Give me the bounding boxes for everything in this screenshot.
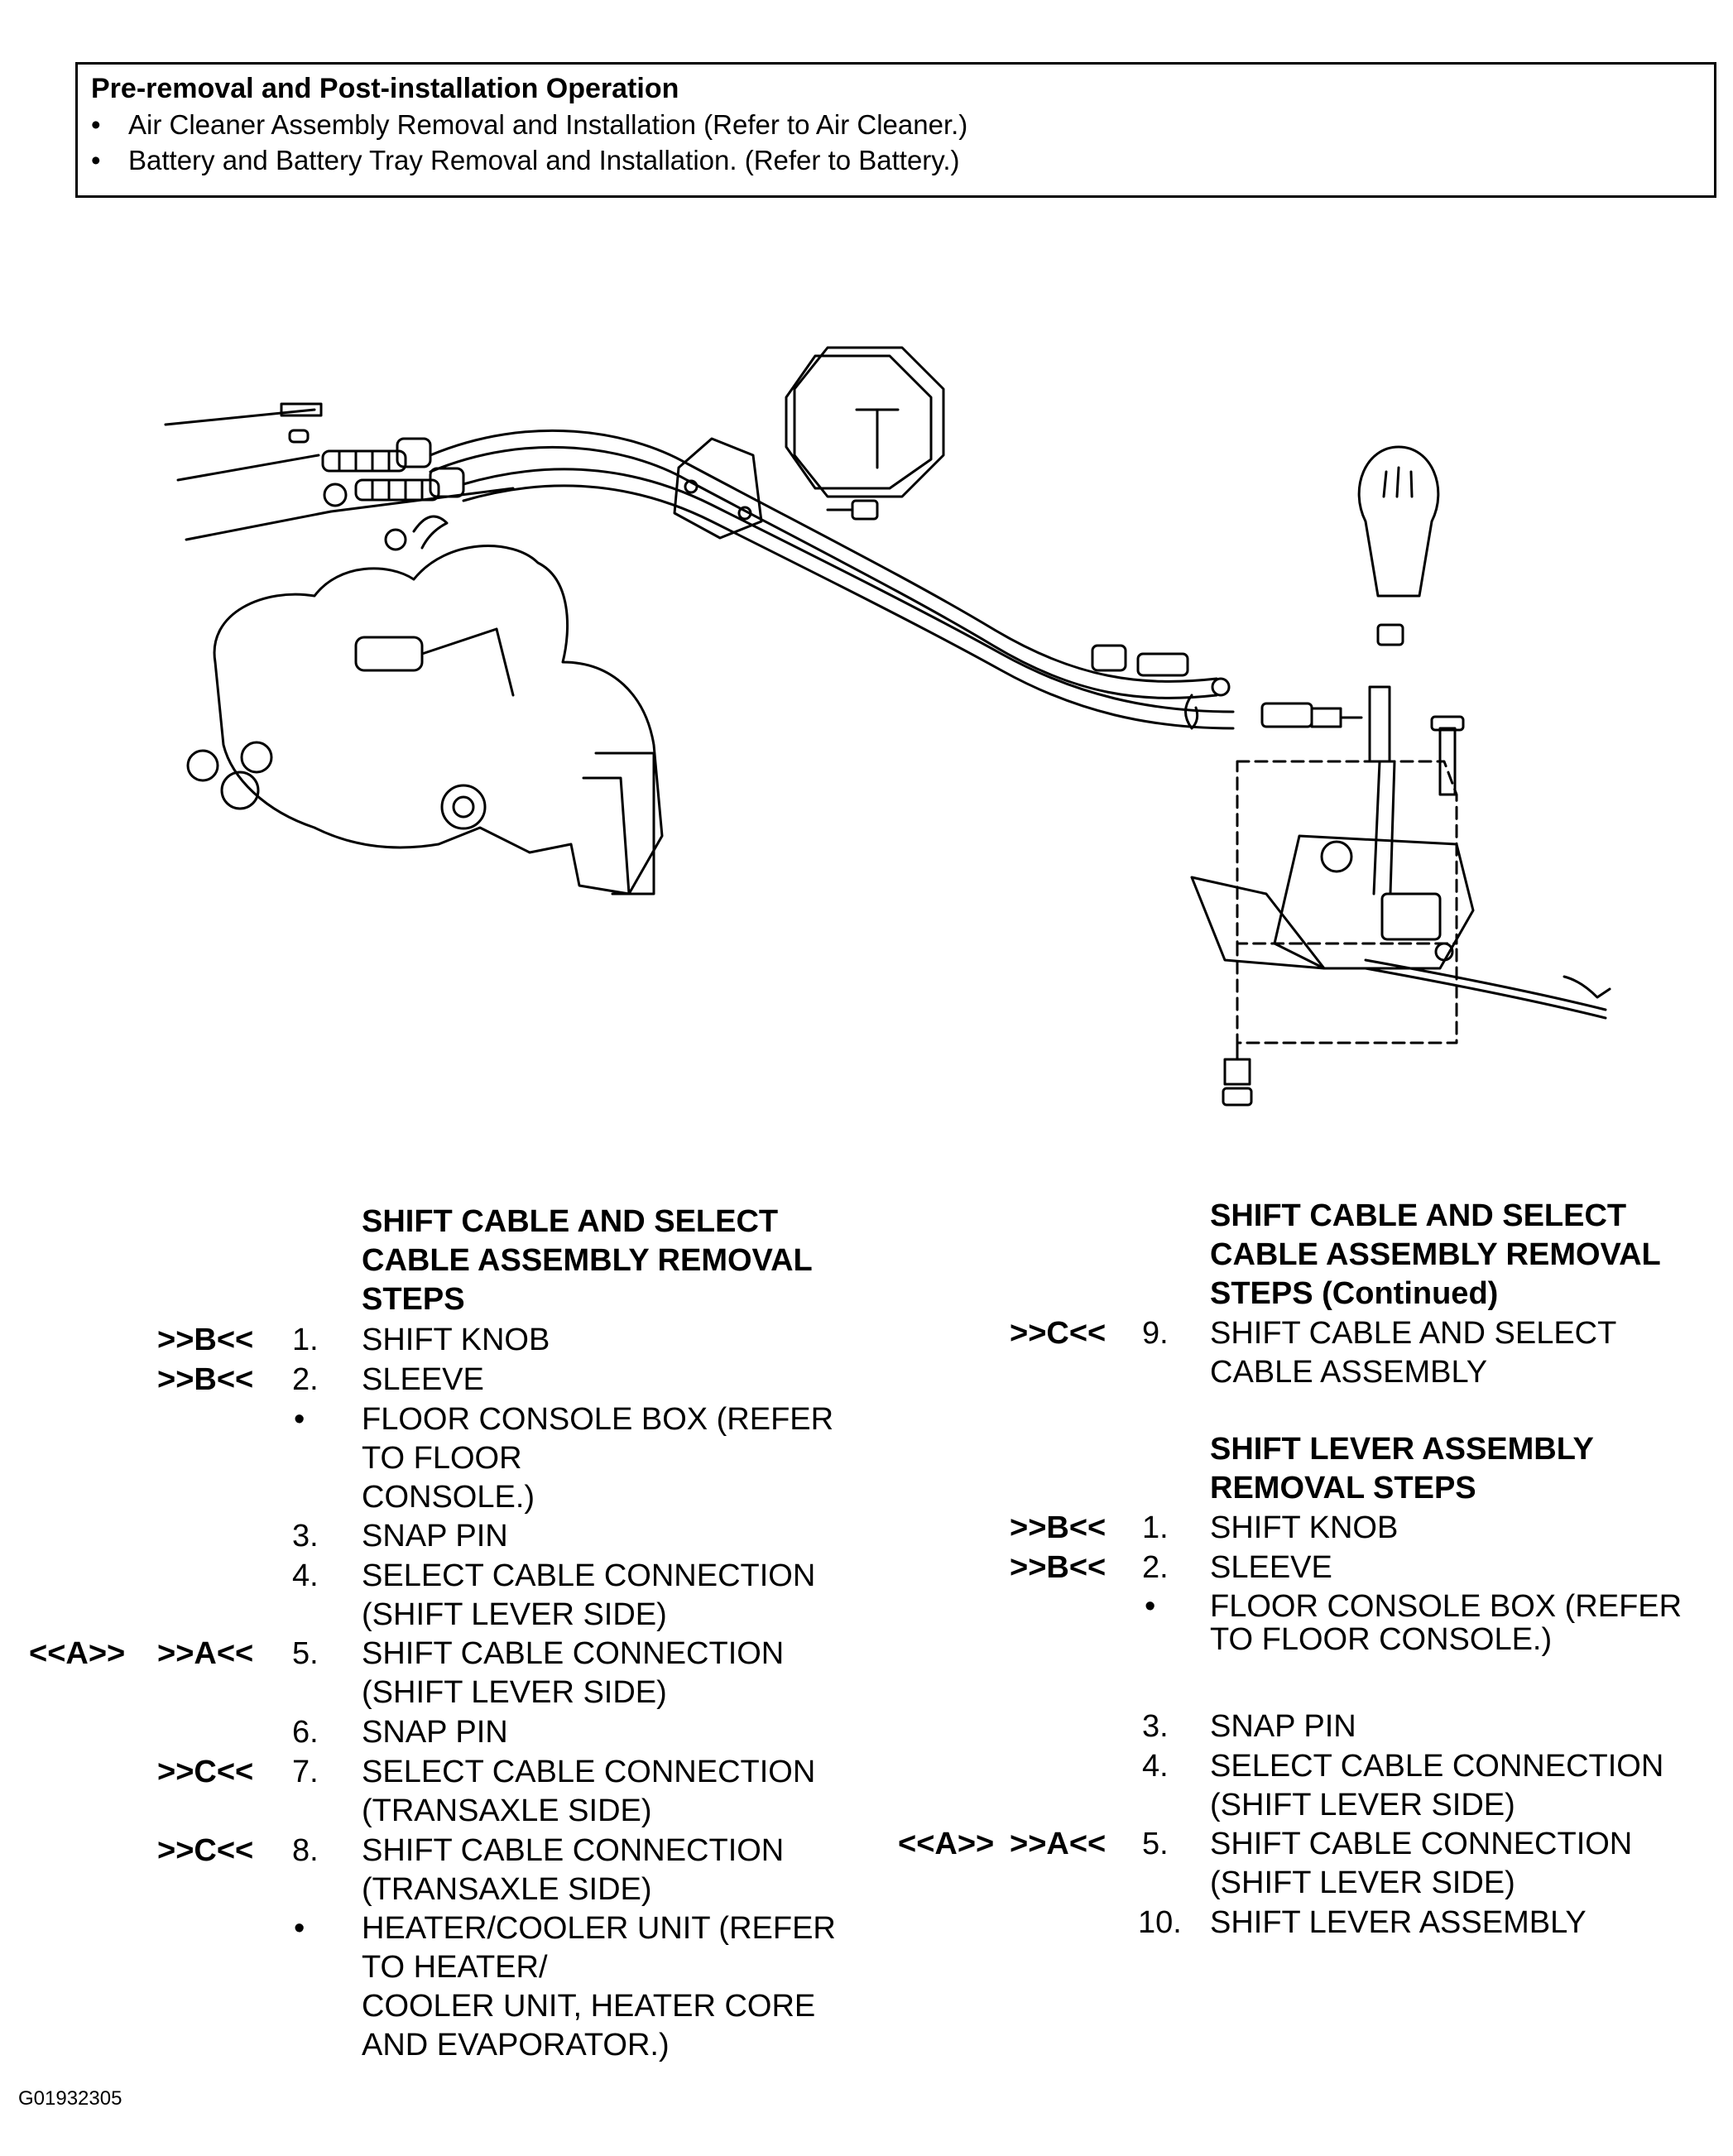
step-number: 4.: [1142, 1749, 1169, 1784]
cable-routing: [429, 429, 1607, 1020]
step-text: SLEEVE: [1210, 1550, 1332, 1585]
access-cover: [785, 346, 945, 498]
step-number: 6.: [292, 1715, 319, 1750]
step-text: SELECT CABLE CONNECTION: [362, 1558, 816, 1593]
transaxle-housing: [186, 545, 664, 896]
step-mark: >>B<<: [157, 1323, 254, 1357]
step-text: SHIFT CABLE CONNECTION: [362, 1636, 785, 1671]
step-text: FLOOR CONSOLE BOX (REFER: [1210, 1589, 1683, 1624]
step-text: SNAP PIN: [362, 1519, 508, 1553]
step-mark: >>A<<: [157, 1636, 254, 1671]
step-text: SHIFT LEVER ASSEMBLY: [1210, 1905, 1587, 1940]
step-mark: >>C<<: [157, 1755, 254, 1789]
step-text: FLOOR CONSOLE BOX (REFER: [362, 1402, 834, 1437]
step-number: 3.: [1142, 1709, 1169, 1744]
step-text: (TRANSAXLE SIDE): [362, 1793, 652, 1828]
step-text: (SHIFT LEVER SIDE): [1210, 1865, 1515, 1900]
step-text: HEATER/COOLER UNIT (REFER: [362, 1911, 836, 1946]
bullet-icon: •: [294, 1402, 305, 1437]
heading-line: STEPS (Continued): [1210, 1276, 1499, 1311]
cable-end-springs: [280, 402, 465, 551]
heading-line: CABLE ASSEMBLY REMOVAL: [1210, 1237, 1661, 1272]
pre-operation-box: [75, 62, 1716, 198]
step-mark: >>B<<: [157, 1362, 254, 1397]
step-number: 8.: [292, 1833, 319, 1868]
step-text: SNAP PIN: [362, 1715, 508, 1750]
step-number: 1.: [1142, 1510, 1169, 1545]
step-text: SHIFT KNOB: [362, 1323, 550, 1357]
step-text: SELECT CABLE CONNECTION: [362, 1755, 816, 1789]
step-number: 2.: [292, 1362, 319, 1397]
shift-cable-exploded-diagram: [164, 346, 1611, 1107]
step-text: CONSOLE.): [362, 1480, 535, 1515]
heading-line: REMOVAL STEPS: [1210, 1471, 1476, 1505]
step-mark: >>A<<: [1010, 1827, 1107, 1861]
bullet-icon: •: [91, 109, 101, 140]
step-text: SHIFT CABLE AND SELECT: [1210, 1316, 1617, 1351]
pre-operation-title: Pre-removal and Post-installation Operat…: [91, 73, 679, 104]
heading-line: SHIFT CABLE AND SELECT: [362, 1204, 779, 1239]
step-number: 5.: [1142, 1827, 1169, 1861]
step-text: TO FLOOR: [362, 1441, 522, 1476]
step-text: SNAP PIN: [1210, 1709, 1356, 1744]
step-number: 3.: [292, 1519, 319, 1553]
pre-operation-item-text: Air Cleaner Assembly Removal and Install…: [128, 109, 968, 140]
shift-lever-assembly: [1190, 685, 1611, 1107]
left-steps-heading: SHIFT CABLE AND SELECT CABLE ASSEMBLY RE…: [362, 1203, 813, 1319]
step-number: 10.: [1138, 1905, 1182, 1940]
step-text: SHIFT CABLE CONNECTION: [1210, 1827, 1633, 1861]
bullet-icon: •: [294, 1911, 305, 1946]
step-number: 7.: [292, 1755, 319, 1789]
cable-connectors: [1091, 644, 1363, 730]
step-text: SELECT CABLE CONNECTION: [1210, 1749, 1664, 1784]
step-text: SHIFT KNOB: [1210, 1510, 1399, 1545]
step-number: 9.: [1142, 1316, 1169, 1351]
heading-line: SHIFT CABLE AND SELECT: [1210, 1198, 1627, 1233]
shift-lever-heading: SHIFT LEVER ASSEMBLY REMOVAL STEPS: [1210, 1430, 1594, 1508]
step-text: AND EVAPORATOR.): [362, 2028, 670, 2062]
bullet-icon: •: [91, 145, 101, 175]
step-mark: >>B<<: [1010, 1550, 1107, 1585]
step-text: SLEEVE: [362, 1362, 484, 1397]
reference-lines: [164, 408, 515, 541]
heading-line: STEPS: [362, 1282, 465, 1317]
step-mark-left: <<A>>: [898, 1827, 995, 1861]
cable-grommet-plate: [673, 437, 879, 540]
step-number: 1.: [292, 1323, 319, 1357]
step-number: 5.: [292, 1636, 319, 1671]
step-mark: >>B<<: [1010, 1510, 1107, 1545]
step-text: (SHIFT LEVER SIDE): [362, 1675, 667, 1710]
right-steps-heading: SHIFT CABLE AND SELECT CABLE ASSEMBLY RE…: [1210, 1197, 1661, 1313]
step-text: TO FLOOR CONSOLE.): [1210, 1622, 1553, 1657]
pre-operation-item-text: Battery and Battery Tray Removal and Ins…: [128, 145, 960, 175]
pre-operation-item: • Air Cleaner Assembly Removal and Instal…: [91, 109, 967, 141]
step-text: (SHIFT LEVER SIDE): [1210, 1788, 1515, 1822]
heading-line: CABLE ASSEMBLY REMOVAL: [362, 1243, 813, 1278]
step-number: 2.: [1142, 1550, 1169, 1585]
step-text: CABLE ASSEMBLY: [1210, 1355, 1488, 1390]
step-mark: >>C<<: [157, 1833, 254, 1868]
pre-operation-item: • Battery and Battery Tray Removal and In…: [91, 145, 960, 176]
step-text: (TRANSAXLE SIDE): [362, 1872, 652, 1907]
figure-id: G01932305: [18, 2087, 122, 2110]
step-text: TO HEATER/: [362, 1950, 548, 1985]
step-mark: >>C<<: [1010, 1316, 1107, 1351]
shift-knob: [1357, 445, 1440, 646]
step-text: COOLER UNIT, HEATER CORE: [362, 1989, 816, 2024]
step-mark-left: <<A>>: [29, 1636, 126, 1671]
step-text: (SHIFT LEVER SIDE): [362, 1597, 667, 1632]
bullet-icon: •: [1145, 1589, 1156, 1624]
step-text: SHIFT CABLE CONNECTION: [362, 1833, 785, 1868]
heading-line: SHIFT LEVER ASSEMBLY: [1210, 1432, 1594, 1467]
step-number: 4.: [292, 1558, 319, 1593]
